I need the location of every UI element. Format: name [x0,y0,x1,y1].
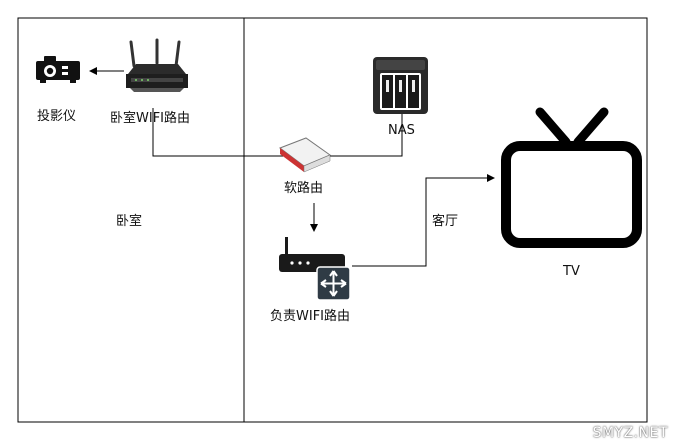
nas-icon [373,57,428,114]
connector-softrouter-to-bedroom-router [152,108,305,157]
wifi-router-icon [126,38,188,92]
soft-router-label: 软路由 [284,181,324,196]
soft-router-icon [278,137,332,173]
tv-label: TV [563,264,580,279]
nas-label: NAS [388,123,415,138]
connector-softrouter-to-nas [325,114,403,157]
projector-label: 投影仪 [37,109,77,124]
diagram-frame [17,17,648,423]
main-router-label: 负责WIFI路由 [270,309,350,324]
bedroom-router-label: 卧室WIFI路由 [110,111,190,126]
living-room-label: 客厅 [432,214,459,229]
projector-icon [36,56,80,83]
bedroom-room-label: 卧室 [116,214,143,229]
switch-icon [316,266,351,301]
connector-main-router-to-tv [352,174,495,267]
watermark: SMYZ.NET [592,425,668,441]
tv-icon [501,107,642,248]
